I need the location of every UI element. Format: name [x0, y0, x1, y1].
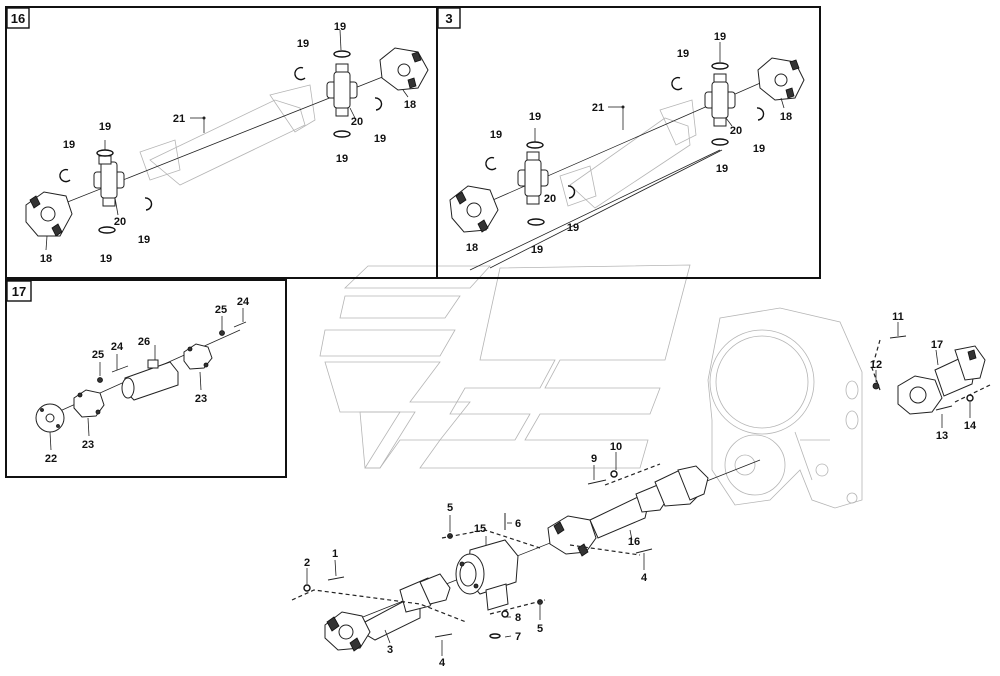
callout-24: 24 — [111, 341, 124, 353]
callout-15: 15 — [474, 523, 486, 535]
callout-12: 12 — [870, 359, 882, 371]
callout-18: 18 — [404, 99, 416, 111]
box-17-tab — [6, 280, 32, 302]
box-3-label: 3 — [445, 11, 452, 26]
alignment-dashes — [291, 339, 991, 623]
callout-21: 21 — [592, 102, 604, 114]
callout-24: 24 — [237, 296, 250, 308]
box-16-tab — [6, 7, 30, 29]
callout-23: 23 — [82, 439, 94, 451]
detail-reference-lines — [469, 149, 723, 271]
cross-journal-right — [326, 63, 358, 117]
callout-19: 19 — [99, 121, 111, 133]
main-leader-lines — [306, 322, 971, 656]
callout-1: 1 — [332, 548, 338, 560]
callout-19: 19 — [334, 21, 346, 33]
callout-19: 19 — [529, 111, 541, 123]
callout-18: 18 — [40, 253, 52, 265]
snap-ring — [374, 97, 383, 111]
callout-9: 9 — [591, 453, 597, 465]
snap-ring — [144, 197, 153, 211]
callout-17: 17 — [931, 339, 943, 351]
snap-ring — [294, 66, 306, 81]
main-driveline-assembly: 1 2 3 4 4 5 5 6 7 8 9 10 11 12 13 14 15 … — [291, 311, 991, 669]
callout-19: 19 — [63, 139, 75, 151]
callout-19: 19 — [753, 143, 765, 155]
callout-18: 18 — [466, 242, 478, 254]
cross-journal-left — [93, 155, 125, 207]
callout-8: 8 — [515, 612, 521, 624]
snap-ring — [333, 130, 351, 138]
callout-6: 6 — [515, 518, 521, 530]
callout-18: 18 — [780, 111, 792, 123]
callout-19: 19 — [714, 31, 726, 43]
cross-journal-right — [704, 73, 736, 127]
callout-19: 19 — [490, 129, 502, 141]
callout-19: 19 — [531, 244, 543, 256]
box-3-tab — [437, 7, 461, 29]
callout-19: 19 — [677, 48, 689, 60]
snap-ring — [333, 50, 351, 58]
callout-25: 25 — [92, 349, 104, 361]
callout-4: 4 — [439, 657, 446, 669]
intermediate-drive-shaft — [547, 465, 709, 557]
callout-11: 11 — [892, 311, 904, 323]
flange-yoke-right — [379, 47, 429, 91]
snap-ring — [96, 149, 114, 157]
box-17-frame — [5, 279, 287, 478]
callout-23: 23 — [195, 393, 207, 405]
callout-21: 21 — [173, 113, 185, 125]
output-flange — [897, 345, 986, 415]
box-16-ujoint-detail: 16 — [5, 6, 438, 279]
callout-10: 10 — [610, 441, 622, 453]
flange-yoke-left — [449, 185, 499, 233]
box-16-label: 16 — [11, 11, 25, 26]
shaft-tube-ghost — [149, 99, 306, 186]
callout-20: 20 — [114, 216, 126, 228]
callout-19: 19 — [138, 234, 150, 246]
box-3-ujoint-detail: 3 — [436, 6, 821, 279]
snap-ring — [59, 168, 71, 183]
callout-19: 19 — [567, 222, 579, 234]
bearing-housing — [121, 359, 179, 401]
callout-19: 19 — [100, 253, 112, 265]
flange-coupling-left — [73, 389, 105, 418]
callout-22: 22 — [45, 453, 57, 465]
callout-26: 26 — [138, 336, 150, 348]
front-drive-shaft — [324, 573, 451, 652]
callout-5: 5 — [537, 623, 543, 635]
callout-25: 25 — [215, 304, 227, 316]
flange-coupling-right — [183, 343, 213, 370]
callout-19: 19 — [716, 163, 728, 175]
callout-20: 20 — [544, 193, 556, 205]
flange-yoke-left — [25, 191, 73, 237]
box-3-frame — [436, 6, 821, 279]
box-17-intermediate-shaft-detail: 17 — [5, 279, 287, 478]
cross-journal-left — [517, 151, 549, 205]
callout-14: 14 — [964, 420, 977, 432]
callout-19: 19 — [297, 38, 309, 50]
callout-20: 20 — [730, 125, 742, 137]
flange-yoke-right — [757, 57, 805, 101]
end-cover-plate — [35, 403, 65, 433]
box-17-label: 17 — [12, 284, 26, 299]
callout-3: 3 — [387, 644, 393, 656]
background-watermark — [319, 264, 691, 469]
snap-ring — [98, 226, 116, 234]
callout-2: 2 — [304, 557, 310, 569]
transfer-case-housing — [707, 307, 863, 509]
callout-16: 16 — [628, 536, 640, 548]
callout-19: 19 — [336, 153, 348, 165]
callout-13: 13 — [936, 430, 948, 442]
callout-4: 4 — [641, 572, 648, 584]
callout-20: 20 — [351, 116, 363, 128]
callout-5: 5 — [447, 502, 453, 514]
callout-19: 19 — [374, 133, 386, 145]
center-support-bearing — [455, 539, 519, 611]
callout-7: 7 — [515, 631, 521, 643]
